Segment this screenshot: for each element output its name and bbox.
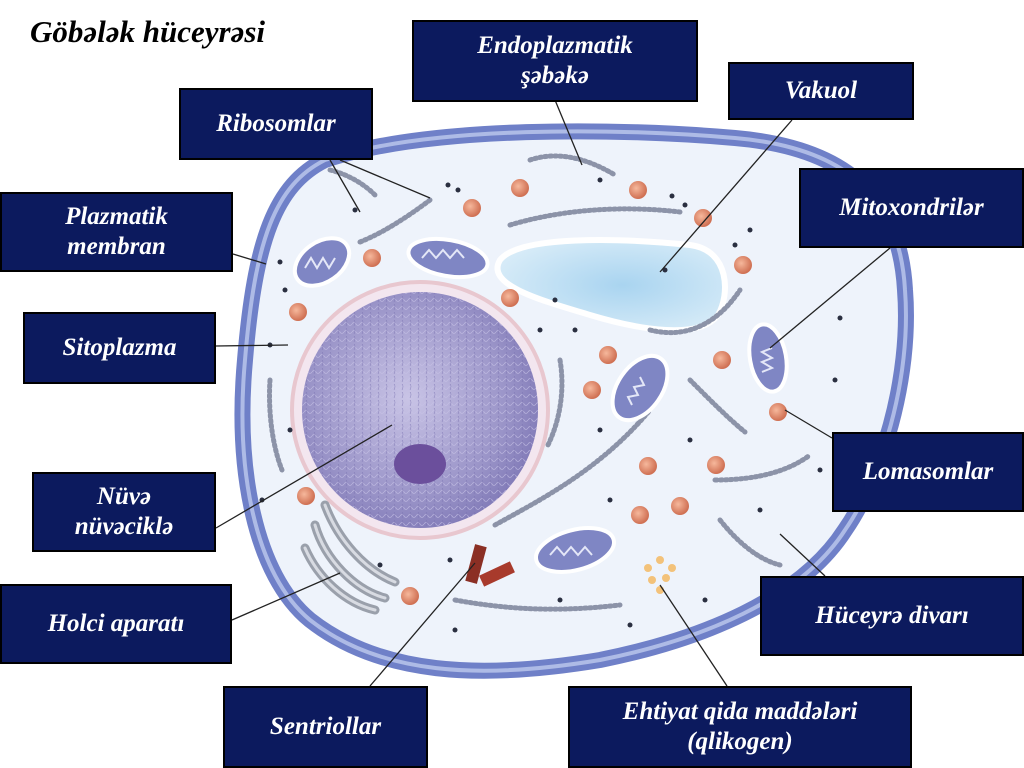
label-endoplasmic-reticulum: Endoplazmatik şəbəkə (412, 20, 698, 102)
leader-lines (215, 99, 891, 687)
label-ribosomes: Ribosomlar (179, 88, 373, 160)
label-lomasomes: Lomasomlar (832, 432, 1024, 512)
label-golgi-apparatus: Holci aparatı (0, 584, 232, 664)
nucleolus (394, 444, 446, 484)
page-title: Göbələk hüceyrəsi (30, 14, 266, 49)
label-cell-wall: Hüceyrə divarı (760, 576, 1024, 656)
centrioles (465, 544, 515, 587)
mitochondria (292, 236, 789, 574)
label-vacuole: Vakuol (728, 62, 914, 120)
ribosomes (259, 177, 843, 633)
lomasomes (289, 179, 787, 605)
endoplasmic-reticulum (267, 153, 813, 612)
label-mitochondria: Mitoxondrilər (799, 168, 1024, 248)
label-cytoplasm: Sitoplazma (23, 312, 216, 384)
label-nucleus-nucleolus: Nüvə nüvəciklə (32, 472, 216, 552)
label-reserve-nutrients: Ehtiyat qida maddələri (qlikogen) (568, 686, 912, 768)
label-centrioles: Sentriollar (223, 686, 428, 768)
nucleus-chromatin (302, 292, 538, 528)
label-plasma-membrane: Plazmatik membran (0, 192, 233, 272)
